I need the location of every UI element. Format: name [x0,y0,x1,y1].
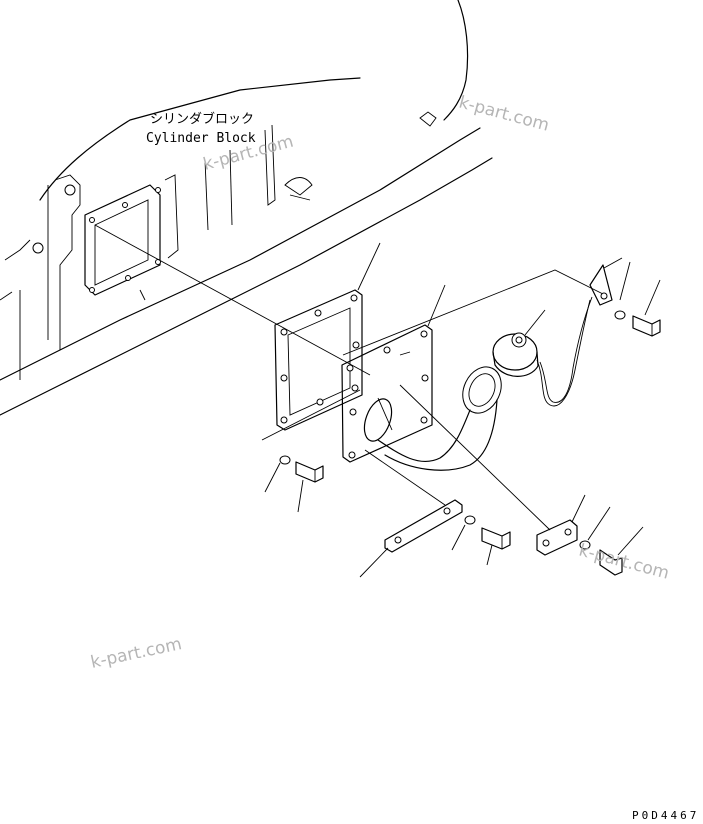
gasket [274,242,381,431]
lower-bracket [536,494,586,556]
cap-with-chain [492,257,631,407]
cylinder-block-callout: シリンダブロック Cylinder Block [146,111,256,146]
watermark-2: k-part.com [457,93,552,136]
watermark-3: k-part.com [577,541,672,584]
watermarks: k-part.com k-part.com k-part.com k-part.… [89,93,671,673]
watermark-4: k-part.com [89,634,184,673]
bolt-lower-middle [451,515,511,566]
lower-plate [359,499,463,578]
cylinder-block [0,0,493,416]
callout-label-jp: シリンダブロック [150,111,254,127]
assembly-lines [94,224,606,531]
bolt-left [264,455,324,513]
callout-label-en: Cylinder Block [146,131,256,146]
elbow-flange [341,284,446,463]
elbow-pipe [363,366,502,471]
bolt-upper-right [614,279,661,337]
bolt-lower-right [579,506,644,576]
figure-code: P0D4467 [632,809,699,822]
